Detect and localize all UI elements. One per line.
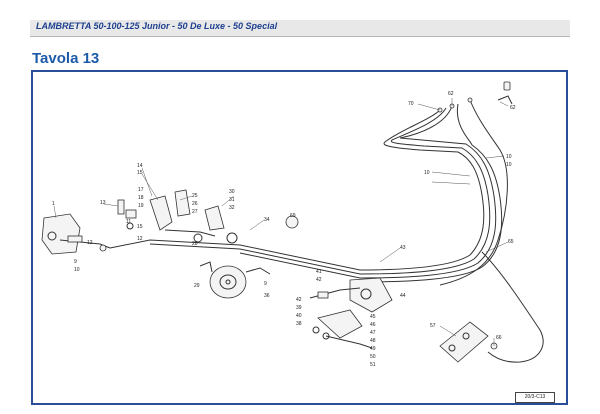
left-lever-assembly [41, 213, 111, 255]
pedal-assembly [309, 277, 393, 313]
callout-6: 13 [100, 200, 106, 206]
callout-49: 10 [424, 170, 430, 176]
rear-bracket-assembly [439, 321, 498, 363]
callout-leaders [53, 98, 509, 346]
callout-21: 34 [264, 217, 270, 223]
callout-43: 65 [508, 239, 514, 245]
diagram-frame [31, 70, 568, 405]
callout-38: 49 [370, 346, 376, 352]
callout-2: 12 [87, 240, 93, 246]
callout-33: 44 [400, 293, 406, 299]
handlebar-cable-ends [437, 81, 513, 113]
callout-17: 28 [192, 241, 198, 247]
callout-46: 62 [510, 105, 516, 111]
cable-bundle [109, 99, 544, 363]
callout-15: 26 [192, 201, 198, 207]
callout-31: 38 [296, 321, 302, 327]
callout-35: 46 [370, 322, 376, 328]
callout-20: 32 [229, 205, 235, 211]
callout-9: 15 [137, 224, 143, 230]
callout-18: 30 [229, 189, 235, 195]
callout-5: 19 [138, 203, 144, 209]
callout-16: 27 [192, 209, 198, 215]
lower-fitting-assembly [312, 309, 373, 349]
callout-11: 11 [126, 219, 131, 225]
callout-14: 25 [192, 193, 198, 199]
brake-hub [199, 261, 271, 299]
callout-44: 70 [408, 101, 414, 107]
callout-24: 9 [264, 281, 267, 287]
callout-10: 12 [137, 236, 143, 242]
header-bar: LAMBRETTA 50-100-125 Junior - 50 De Luxe… [30, 20, 570, 37]
callout-19: 31 [229, 197, 235, 203]
callout-7: 14 [137, 163, 143, 169]
callout-45: 62 [448, 91, 454, 97]
callout-48: 10 [506, 162, 512, 168]
callout-30: 40 [296, 313, 302, 319]
callout-8: 15 [137, 170, 143, 176]
page-title: Tavola 13 [32, 50, 100, 67]
reference-code: 20/3-C13 [515, 392, 555, 403]
callout-36: 47 [370, 330, 376, 336]
callout-40: 51 [370, 362, 376, 368]
callout-13: 10 [74, 267, 80, 273]
callout-34: 45 [370, 314, 376, 320]
callout-47: 10 [506, 154, 512, 160]
callout-25: 36 [264, 293, 270, 299]
callout-32: 43 [400, 245, 406, 251]
central-bracket-cluster [117, 189, 299, 244]
callout-41: 57 [430, 323, 436, 329]
callout-1: 1 [52, 201, 55, 207]
callout-37: 48 [370, 338, 376, 344]
callout-3: 17 [138, 187, 144, 193]
callout-27: 42 [316, 277, 322, 283]
callout-22: 69 [290, 213, 296, 219]
callout-39: 50 [370, 354, 376, 360]
callout-labels: 1 12 17 18 19 13 14 15 15 12 11 9 10 25 … [52, 91, 516, 368]
callout-42: 66 [496, 335, 502, 341]
header-title: LAMBRETTA 50-100-125 Junior - 50 De Luxe… [36, 21, 278, 31]
callout-23: 29 [194, 283, 200, 289]
callout-4: 18 [138, 195, 144, 201]
callout-29: 39 [296, 305, 302, 311]
callout-26: 41 [316, 269, 322, 275]
callout-12: 9 [74, 259, 77, 265]
callout-28: 42 [296, 297, 302, 303]
